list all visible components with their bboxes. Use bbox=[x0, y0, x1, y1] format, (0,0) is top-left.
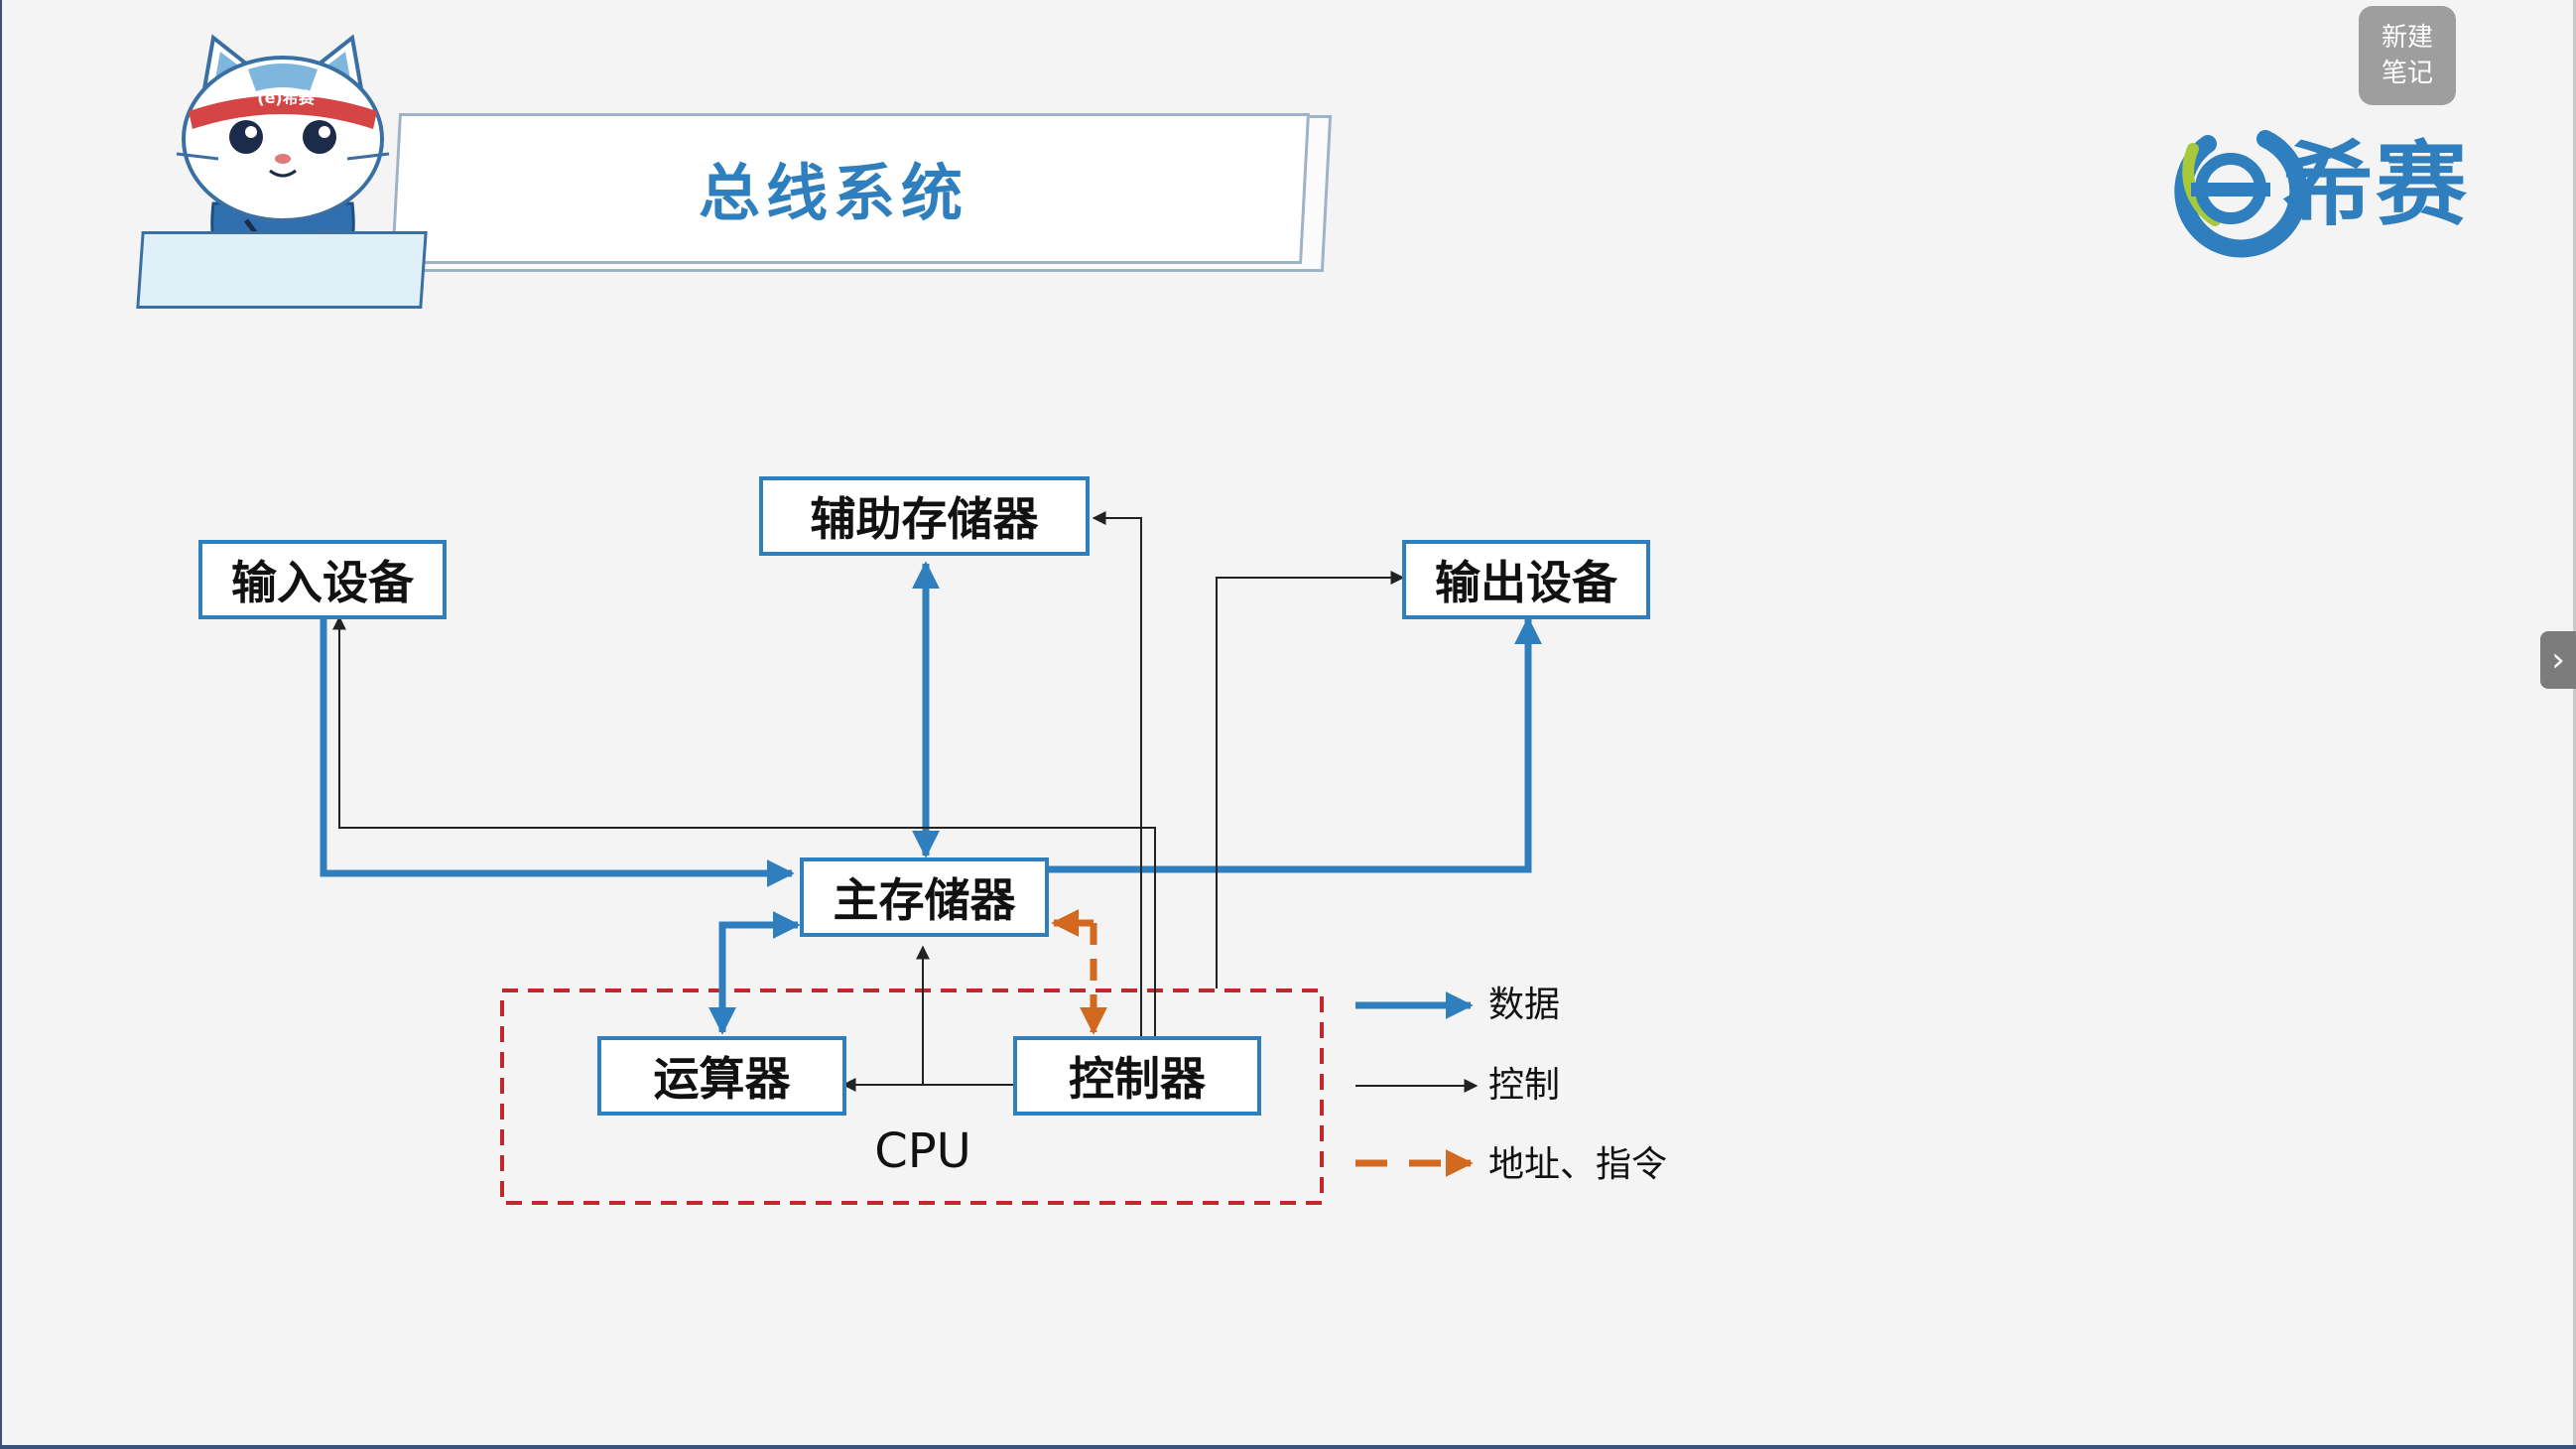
legend-data-label: 数据 bbox=[1488, 985, 1561, 1025]
controller-box: 控制器 bbox=[1013, 1036, 1261, 1116]
new-note-label-line1: 新建 bbox=[2381, 23, 2433, 53]
input-device-box: 输入设备 bbox=[198, 540, 447, 619]
cpu-label: CPU bbox=[874, 1123, 971, 1179]
frame-right-edge bbox=[2573, 0, 2576, 1449]
frame-left-edge bbox=[0, 0, 2, 1449]
chevron-right-icon: › bbox=[2551, 640, 2565, 680]
legend-control-label: 控制 bbox=[1488, 1065, 1561, 1106]
new-note-button[interactable]: 新建 笔记 bbox=[2359, 6, 2456, 105]
aux-storage-box: 辅助存储器 bbox=[759, 476, 1090, 556]
alu-box: 运算器 bbox=[597, 1036, 846, 1116]
brand-logo-text: 希赛 bbox=[2282, 132, 2470, 238]
side-panel-expand-button[interactable]: › bbox=[2540, 631, 2576, 689]
legend-address-label: 地址、指令 bbox=[1488, 1144, 1668, 1185]
mascot-headband-text: (e)希赛 bbox=[257, 88, 315, 107]
output-device-box: 输出设备 bbox=[1402, 540, 1650, 619]
new-note-label-line2: 笔记 bbox=[2381, 59, 2433, 88]
main-memory-box: 主存储器 bbox=[800, 857, 1049, 937]
page-title: 总线系统 bbox=[698, 157, 968, 229]
frame-bottom-edge bbox=[0, 1445, 2576, 1449]
e-circle-logo-icon bbox=[2174, 130, 2308, 258]
